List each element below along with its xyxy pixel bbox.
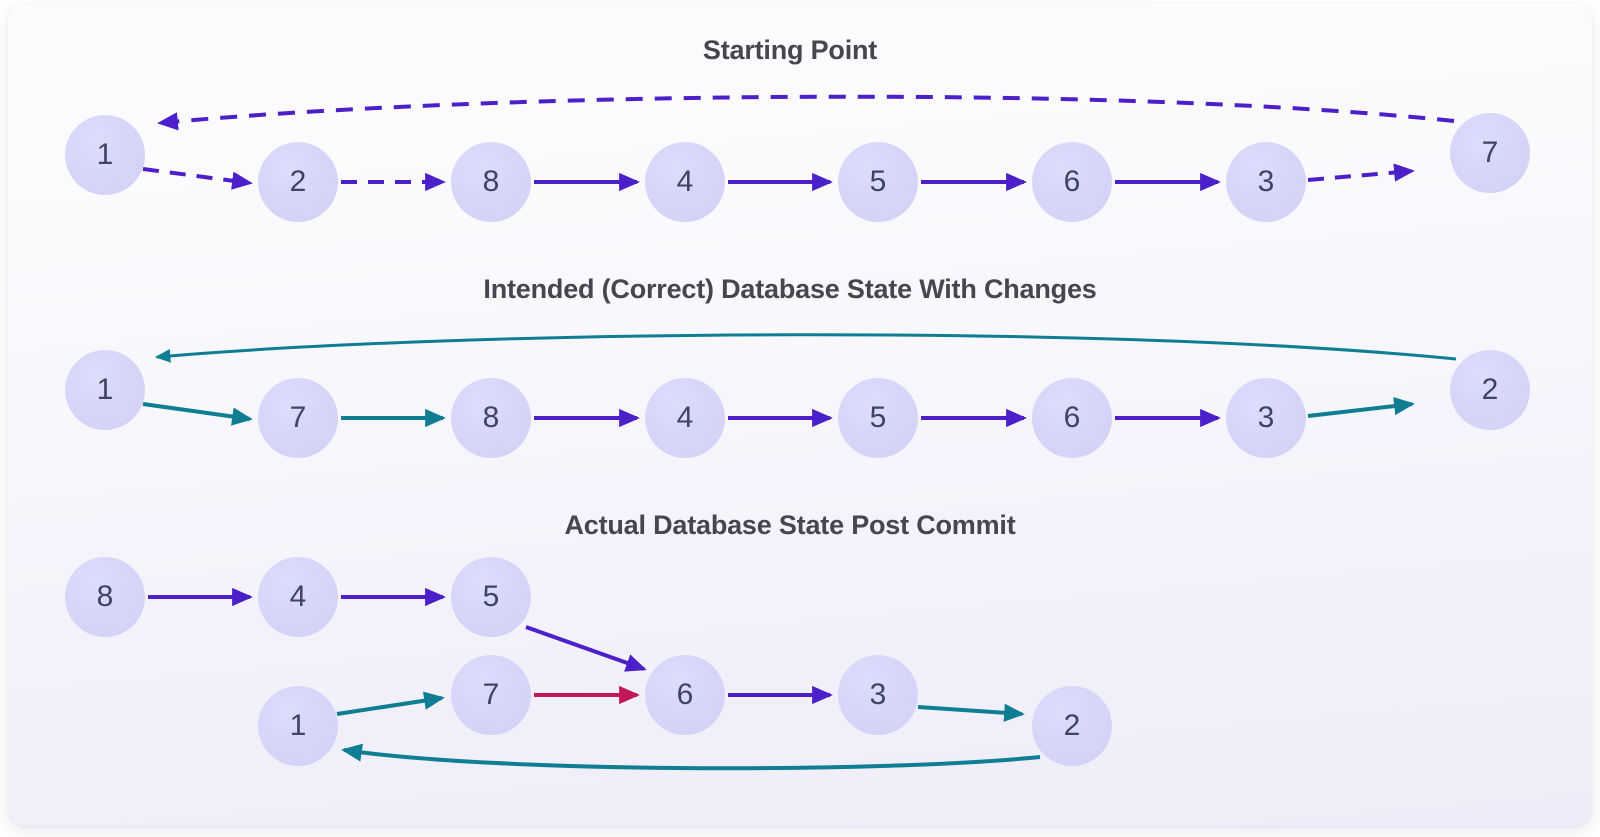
node-actual-1[interactable]: 1 xyxy=(258,686,338,766)
node-starting-2[interactable]: 2 xyxy=(258,142,338,222)
edge-group-starting-point xyxy=(142,94,1455,192)
node-actual-8[interactable]: 8 xyxy=(65,557,145,637)
node-starting-4[interactable]: 4 xyxy=(645,142,725,222)
node-starting-5[interactable]: 5 xyxy=(838,142,918,222)
node-starting-7[interactable]: 7 xyxy=(1450,113,1530,193)
node-intended-8[interactable]: 8 xyxy=(451,378,531,458)
node-intended-3[interactable]: 3 xyxy=(1226,378,1306,458)
section-title-starting-point: Starting Point xyxy=(702,35,878,65)
node-starting-8[interactable]: 8 xyxy=(451,142,531,222)
node-intended-2[interactable]: 2 xyxy=(1450,350,1530,430)
edge-1-to-7 xyxy=(336,691,445,716)
node-starting-6[interactable]: 6 xyxy=(1032,142,1112,222)
edge-group-intended-state xyxy=(142,333,1457,428)
edge-3-to-2 xyxy=(917,703,1025,722)
edge-group-actual-state xyxy=(148,587,1041,771)
edge-7-to-1 xyxy=(157,94,1455,131)
edge-3-to-7 xyxy=(1307,163,1415,182)
node-starting-3[interactable]: 3 xyxy=(1226,142,1306,222)
node-intended-4[interactable]: 4 xyxy=(645,378,725,458)
edge-2-to-1 xyxy=(341,743,1041,771)
section-title-intended-state: Intended (Correct) Database State With C… xyxy=(483,274,1097,304)
node-actual-7[interactable]: 7 xyxy=(451,655,531,735)
node-intended-6[interactable]: 6 xyxy=(1032,378,1112,458)
node-starting-1[interactable]: 1 xyxy=(65,115,145,195)
node-intended-1[interactable]: 1 xyxy=(65,350,145,430)
edge-5-to-6 xyxy=(525,625,647,672)
node-intended-5[interactable]: 5 xyxy=(838,378,918,458)
edge-3-to-2 xyxy=(1307,396,1415,418)
node-actual-6[interactable]: 6 xyxy=(645,655,725,735)
node-actual-3[interactable]: 3 xyxy=(838,655,918,735)
section-title-actual-state: Actual Database State Post Commit xyxy=(564,510,1016,540)
node-actual-5[interactable]: 5 xyxy=(451,557,531,637)
node-intended-7[interactable]: 7 xyxy=(258,378,338,458)
edge-2-to-1 xyxy=(154,333,1457,363)
edge-1-to-2 xyxy=(142,167,253,190)
node-actual-2[interactable]: 2 xyxy=(1032,686,1112,766)
edge-1-to-7 xyxy=(142,402,253,426)
node-actual-4[interactable]: 4 xyxy=(258,557,338,637)
